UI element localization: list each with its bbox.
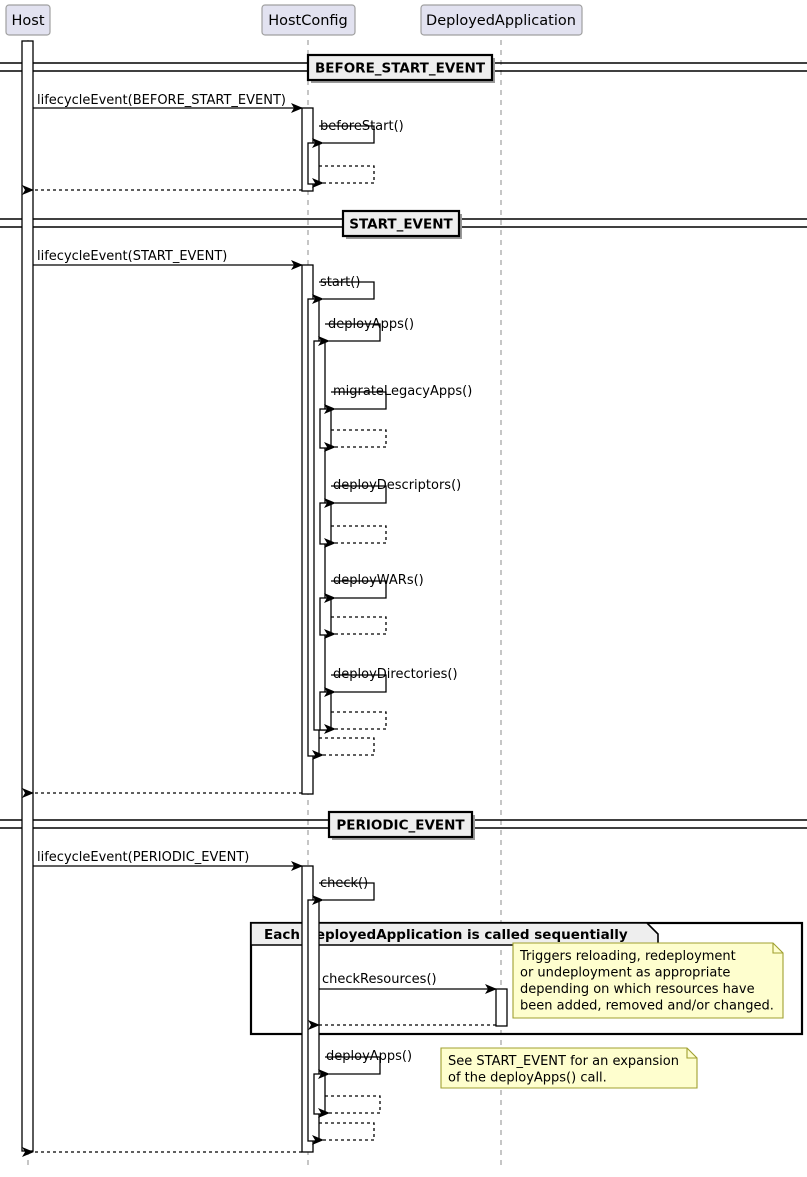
notes-layer: Triggers reloading, redeployment or undep… [440,942,784,1089]
participant-host[interactable]: Host [5,4,51,36]
note-body [512,942,784,1019]
message-m19: check() [312,876,375,905]
messages-layer: lifecycleEvent(BEFORE_START_EVENT)before… [22,93,497,1157]
message-arrow [318,1095,381,1118]
separators-layer: BEFORE_START_EVENT START_EVENT PERIODIC_EV… [0,53,807,840]
participant-box[interactable] [420,4,583,36]
participant-label: Host [11,13,44,29]
message-m5: lifecycleEvent(START_EVENT) [33,249,303,270]
separator-box [341,209,461,238]
message-label: deployDescriptors() [333,478,461,493]
message-m10: deployDescriptors() [324,478,461,508]
separator-label: PERIODIC_EVENT [336,818,465,834]
message-m9 [324,429,387,452]
message-arrow [312,165,375,188]
participants-layer: Host HostConfig DeployedApplication [5,4,583,36]
note-fold [772,943,783,954]
message-arrow [324,580,387,603]
activation-bar [319,597,332,636]
message-m3 [312,165,375,188]
participant-box[interactable] [261,4,356,36]
lifelines-layer [27,40,502,1169]
message-arrow [324,616,387,639]
message-m8: migrateLegacyApps() [324,384,472,414]
message-m24 [312,1122,375,1145]
message-arrow [324,485,387,508]
message-m16 [312,737,375,760]
message-label: deployApps() [328,317,414,332]
activation-bar [21,40,34,1152]
note-line: of the deployApps() call. [448,1071,607,1086]
message-arrow [318,323,381,346]
message-label: checkResources() [322,972,437,987]
message-arrow [312,1122,375,1145]
group-label: Each DeployedApplication is called seque… [264,927,628,943]
separator-sep-periodic: PERIODIC_EVENT [0,810,807,840]
note-line: Triggers reloading, redeployment [519,949,736,964]
message-label: deployDirectories() [333,667,458,682]
note-note-checkresources: Triggers reloading, redeployment or undep… [512,942,784,1019]
note-line: been added, removed and/or changed. [520,999,774,1014]
participant-box[interactable] [5,4,51,36]
separator-box [306,53,494,82]
message-arrow [324,391,387,414]
activation-bar [495,988,508,1027]
message-m7: deployApps() [318,317,414,346]
message-m22: deployApps() [318,1049,412,1079]
participant-hostconfig[interactable]: HostConfig [261,4,356,36]
message-label: lifecycleEvent(START_EVENT) [37,249,227,264]
separator-label: BEFORE_START_EVENT [315,61,486,77]
message-arrow [324,674,387,697]
message-m1: lifecycleEvent(BEFORE_START_EVENT) [33,93,303,113]
message-arrow [312,882,375,905]
message-label: deployApps() [326,1049,412,1064]
message-m23 [318,1095,381,1118]
note-line: depending on which resources have [520,982,755,997]
message-m2: beforeStart() [312,119,404,148]
message-arrow [318,1056,381,1079]
message-m18: lifecycleEvent(PERIODIC_EVENT) [33,850,303,871]
message-label: migrateLegacyApps() [333,384,472,399]
activation-bar [307,142,320,185]
message-arrow [312,125,375,148]
message-label: check() [320,876,368,891]
message-arrow [312,281,375,304]
separator-sep-start: START_EVENT [0,209,807,239]
group-header [250,922,659,946]
note-note-deployapps: See START_EVENT for an expansion of the d… [440,1047,698,1089]
message-m15 [324,711,387,734]
message-arrow [324,525,387,548]
message-label: lifecycleEvent(BEFORE_START_EVENT) [37,93,286,108]
message-label: lifecycleEvent(PERIODIC_EVENT) [37,850,249,865]
note-line: or undeployment as appropriate [520,966,730,981]
message-arrow [324,711,387,734]
message-label: deployWARs() [333,573,424,588]
separator-label: START_EVENT [349,217,453,233]
note-body [440,1047,698,1089]
activation-bar [313,1073,326,1115]
activation-bar [319,691,332,731]
message-m13 [324,616,387,639]
separator-sep-before-start: BEFORE_START_EVENT [0,53,807,83]
message-m20: checkResources() [319,972,497,994]
message-arrow [312,737,375,760]
message-m11 [324,525,387,548]
message-m6: start() [312,275,375,304]
groups-layer: Each DeployedApplication is called seque… [249,921,804,1036]
message-m14: deployDirectories() [324,667,458,697]
participant-label: HostConfig [268,13,348,29]
separator-box [327,810,474,839]
message-arrow [324,429,387,452]
participant-deployedapp[interactable]: DeployedApplication [420,4,583,36]
message-label: start() [320,275,360,290]
note-line: See START_EVENT for an expansion [448,1054,679,1069]
group-grp-sequential: Each DeployedApplication is called seque… [249,921,804,1036]
activation-bar [319,502,332,545]
message-label: beforeStart() [320,119,404,134]
message-m12: deployWARs() [324,573,424,603]
activation-bar [319,408,332,449]
note-fold [686,1048,697,1059]
participant-label: DeployedApplication [426,13,576,29]
